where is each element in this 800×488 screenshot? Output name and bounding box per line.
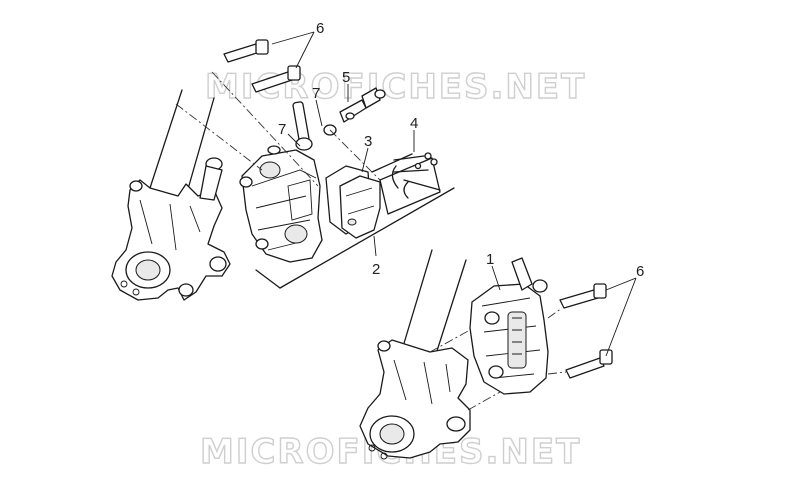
left-fork-bracket: [111, 157, 231, 301]
callout-3: 3: [364, 133, 372, 150]
right-caliper: [469, 257, 549, 395]
pad-pins-kit: [379, 152, 441, 215]
bolts-top: [223, 39, 301, 93]
left-fork-leg-lines: [149, 89, 215, 197]
right-fork-bracket: [359, 339, 471, 460]
callout-1: 1: [486, 251, 494, 268]
callout-5: 5: [342, 69, 350, 86]
right-dashed-axes: [429, 307, 567, 411]
right-fork-leg-lines: [401, 249, 467, 355]
bolts-right: [559, 283, 613, 379]
leader-lines: [271, 31, 637, 357]
brake-pads: [325, 165, 381, 239]
callout-6-right: 6: [636, 263, 644, 280]
bracket-2-lines: [255, 153, 455, 289]
left-caliper: [239, 149, 323, 263]
callout-7-a: 7: [312, 85, 320, 102]
callout-6-top: 6: [316, 20, 324, 37]
callout-4: 4: [410, 115, 418, 132]
callout-2: 2: [372, 261, 380, 278]
callout-7-b: 7: [278, 121, 286, 138]
